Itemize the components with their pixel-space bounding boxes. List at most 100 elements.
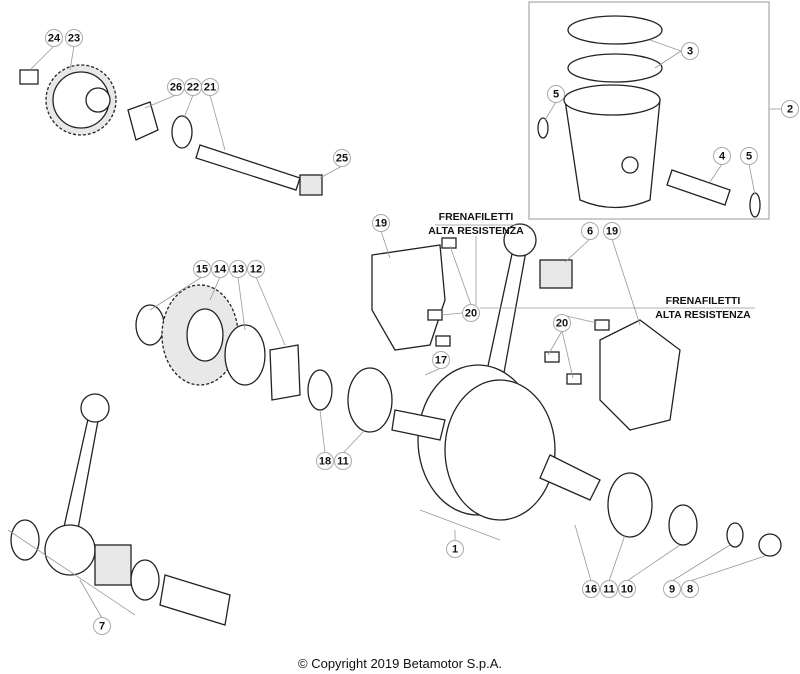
part-callout[interactable]: 18 xyxy=(316,452,334,470)
part-callout[interactable]: 1 xyxy=(446,540,464,558)
part-callout[interactable]: 5 xyxy=(740,147,758,165)
callout-circle xyxy=(462,304,480,322)
copyright-text: © Copyright 2019 Betamotor S.p.A. xyxy=(298,656,502,671)
part-callout[interactable]: 3 xyxy=(681,42,699,60)
bushing xyxy=(127,101,159,141)
part-callout[interactable]: 10 xyxy=(618,580,636,598)
part-callout[interactable]: 11 xyxy=(334,452,352,470)
piston-ring-lower xyxy=(567,53,663,83)
part-callout[interactable]: 12 xyxy=(247,260,265,278)
callout-circle xyxy=(432,351,450,369)
callout-number: 20 xyxy=(556,318,568,330)
washer xyxy=(135,304,165,346)
callout-circle xyxy=(603,222,621,240)
circlip xyxy=(537,117,549,139)
part-callout[interactable]: 7 xyxy=(93,617,111,635)
callout-number: 25 xyxy=(336,153,348,165)
callout-circle xyxy=(713,147,731,165)
callout-circle xyxy=(334,452,352,470)
spacer xyxy=(269,344,301,401)
threadlocker-note: FRENAFILETTI ALTA RESISTENZA xyxy=(428,211,524,237)
callout-number: 18 xyxy=(319,456,331,468)
callout-number: 4 xyxy=(719,151,726,163)
part-callout[interactable]: 24 xyxy=(45,29,63,47)
counterweight-cover xyxy=(599,319,681,431)
callout-number: 19 xyxy=(375,218,387,230)
callout-number: 19 xyxy=(606,226,618,238)
callout-circle xyxy=(681,42,699,60)
piston-ring-upper xyxy=(567,15,663,45)
callout-circle xyxy=(446,540,464,558)
callout-circle xyxy=(582,580,600,598)
part-callout[interactable]: 22 xyxy=(184,78,202,96)
part-callout[interactable]: 5 xyxy=(547,85,565,103)
part-callout[interactable]: 20 xyxy=(553,314,571,332)
note-line1: FRENAFILETTI xyxy=(666,295,741,307)
part-callout[interactable]: 23 xyxy=(65,29,83,47)
part-callout[interactable]: 16 xyxy=(582,580,600,598)
part-callout[interactable]: 15 xyxy=(193,260,211,278)
callout-number: 17 xyxy=(435,355,447,367)
part-callout[interactable]: 25 xyxy=(333,149,351,167)
seal xyxy=(171,115,193,149)
part-callout[interactable]: 19 xyxy=(603,222,621,240)
part-callout[interactable]: 20 xyxy=(462,304,480,322)
callout-circle xyxy=(211,260,229,278)
callout-number: 15 xyxy=(196,264,208,276)
callout-number: 20 xyxy=(465,308,477,320)
callout-number: 5 xyxy=(746,151,752,163)
oil-seal xyxy=(224,324,266,386)
callout-circle xyxy=(600,580,618,598)
needle-bearing xyxy=(539,259,573,289)
callout-circle xyxy=(618,580,636,598)
callout-number: 11 xyxy=(337,456,349,468)
callout-number: 9 xyxy=(669,584,675,596)
counterweight-cover xyxy=(371,244,446,351)
callout-circle xyxy=(553,314,571,332)
piston-kit-frame xyxy=(528,1,770,220)
part-callout[interactable]: 19 xyxy=(372,214,390,232)
callout-circle xyxy=(372,214,390,232)
callout-circle xyxy=(663,580,681,598)
callout-number: 8 xyxy=(687,584,693,596)
part-callout[interactable]: 13 xyxy=(229,260,247,278)
circlip xyxy=(749,192,761,218)
note-line1: FRENAFILETTI xyxy=(439,211,514,223)
part-callout[interactable]: 11 xyxy=(600,580,618,598)
callout-circle xyxy=(229,260,247,278)
callout-circle xyxy=(316,452,334,470)
callout-circle xyxy=(45,29,63,47)
callout-number: 23 xyxy=(68,33,80,45)
callout-number: 2 xyxy=(787,104,793,116)
nut xyxy=(758,533,782,557)
part-callout[interactable]: 21 xyxy=(201,78,219,96)
callout-number: 6 xyxy=(587,226,593,238)
callout-circle xyxy=(93,617,111,635)
part-callout[interactable]: 17 xyxy=(432,351,450,369)
part-callout[interactable]: 6 xyxy=(581,222,599,240)
callout-circle xyxy=(333,149,351,167)
callout-circle xyxy=(681,580,699,598)
callout-circle xyxy=(65,29,83,47)
callout-number: 21 xyxy=(204,82,216,94)
callout-number: 16 xyxy=(585,584,597,596)
callout-number: 24 xyxy=(48,33,61,45)
part-callout[interactable]: 2 xyxy=(781,100,799,118)
callout-number: 12 xyxy=(250,264,262,276)
bolt xyxy=(19,69,39,85)
callout-number: 11 xyxy=(603,584,615,596)
callout-number: 1 xyxy=(452,544,458,556)
part-callout[interactable]: 4 xyxy=(713,147,731,165)
callout-number: 22 xyxy=(187,82,199,94)
piston-pin xyxy=(666,169,731,206)
callout-number: 26 xyxy=(170,82,182,94)
callout-number: 10 xyxy=(621,584,633,596)
part-callout[interactable]: 26 xyxy=(167,78,185,96)
part-callout[interactable]: 8 xyxy=(681,580,699,598)
callout-number: 14 xyxy=(214,264,227,276)
part-callout[interactable]: 9 xyxy=(663,580,681,598)
needle-bearing xyxy=(299,174,323,196)
part-callout[interactable]: 14 xyxy=(211,260,229,278)
